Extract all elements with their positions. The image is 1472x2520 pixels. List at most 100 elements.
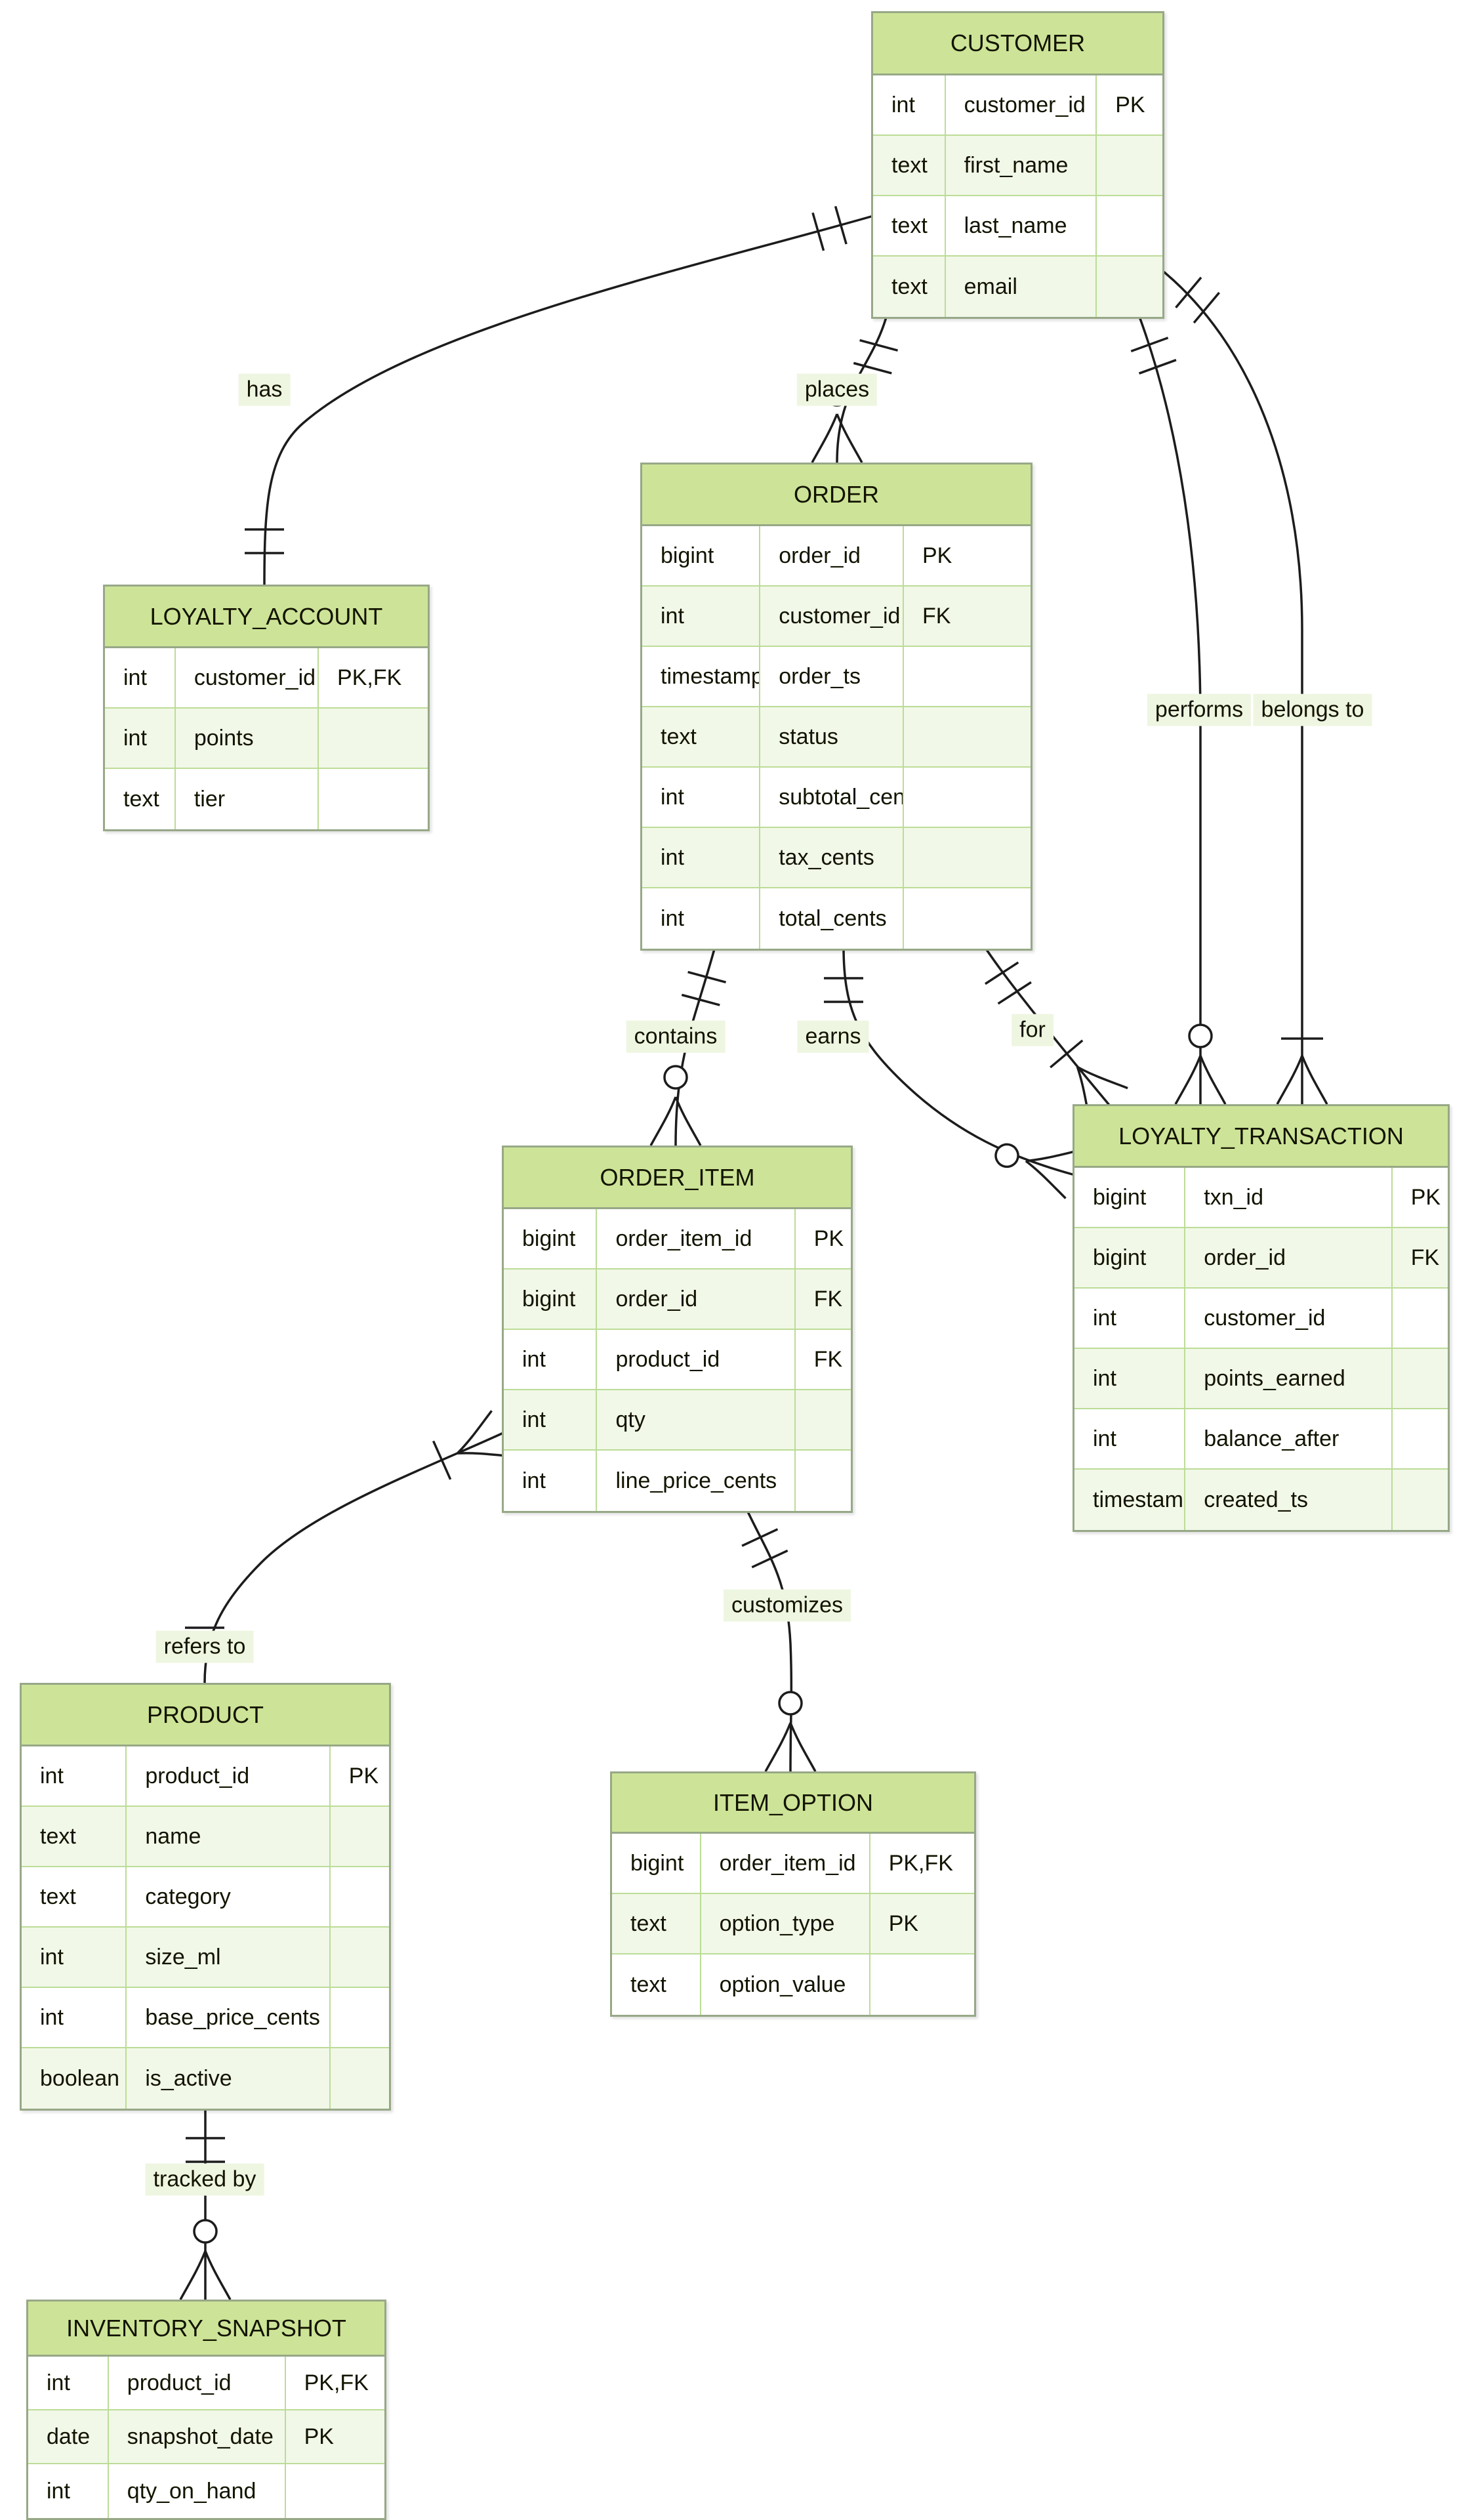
attribute-key-cell [331,2048,389,2109]
attribute-key-cell [903,707,1031,768]
attribute-key-cell: PK [1097,75,1162,136]
attribute-name-cell: points_earned [1185,1349,1393,1409]
relationship-label-contains: contains [626,1020,726,1053]
attribute-name-cell: first_name [945,136,1097,196]
attribute-type-cell: text [873,257,946,317]
attribute-name-cell: product_id [108,2357,286,2410]
cardinality-marker-one-or-many [432,1410,512,1480]
attribute-name-cell: txn_id [1185,1168,1393,1228]
relationship-label-places: places [796,373,878,406]
attribute-name-cell: line_price_cents [597,1451,796,1511]
attribute-name-cell: balance_after [1185,1409,1393,1470]
attribute-key-cell: PK [330,1746,389,1807]
attribute-type-cell: int [22,1988,127,2048]
entity-title-product: PRODUCT [22,1685,389,1746]
attribute-type-cell: int [642,828,761,888]
attribute-type-cell: int [22,1928,127,1988]
attribute-row: timestamptzorder_ts [642,647,1031,707]
attribute-name-cell: customer_id [945,75,1097,136]
attribute-type-cell: int [642,587,761,647]
attribute-row: timestamptzcreated_ts [1074,1470,1448,1530]
attribute-key-cell: PK,FK [870,1834,974,1894]
attribute-name-cell: order_id [597,1270,796,1330]
attribute-type-cell: bigint [1074,1228,1186,1289]
cardinality-marker-exactly-one [681,970,727,1006]
attribute-key-cell [904,888,1031,949]
cardinality-marker-exactly-one [824,977,863,1003]
relationship-label-tracked-by: tracked by [145,2163,264,2196]
attribute-key-cell: FK [1392,1228,1448,1289]
attribute-type-cell: timestamptz [1074,1470,1186,1530]
attribute-type-cell: int [504,1390,598,1451]
relationship-label-performs: performs [1147,693,1252,726]
attribute-name-cell: order_ts [760,647,904,707]
attribute-key-cell [330,1928,389,1988]
attribute-key-cell: PK [870,1894,974,1954]
attribute-name-cell: last_name [945,196,1097,257]
relationship-label-refers-to: refers to [155,1630,254,1663]
entity-title-item_option: ITEM_OPTION [612,1773,974,1834]
cardinality-marker-exactly-one [853,339,899,375]
attribute-name-cell: category [127,1867,331,1928]
attribute-type-cell: bigint [1074,1168,1186,1228]
attribute-type-cell: int [873,75,946,136]
attribute-name-cell: email [946,257,1097,317]
attribute-key-cell [903,768,1031,828]
attribute-type-cell: boolean [22,2048,127,2109]
attribute-type-cell: int [1074,1349,1186,1409]
attribute-name-cell: tax_cents [760,828,904,888]
attribute-key-cell [1097,136,1162,196]
attribute-key-cell [1097,257,1162,317]
attribute-key-cell [1392,1409,1448,1470]
attribute-name-cell: product_id [127,1746,331,1807]
attribute-name-cell: name [127,1807,331,1867]
attribute-name-cell: is_active [127,2048,331,2109]
attribute-name-cell: order_id [760,526,904,587]
cardinality-marker-zero-or-many [994,1143,1080,1199]
attribute-type-cell: text [22,1867,127,1928]
attribute-type-cell: text [873,196,946,257]
attribute-name-cell: points [175,709,319,769]
cardinality-marker-zero-or-many [179,2219,232,2300]
attribute-type-cell: int [28,2464,109,2518]
attribute-key-cell [1392,1289,1448,1349]
attribute-key-cell: PK [903,526,1031,587]
cardinality-marker-exactly-one [1130,337,1177,375]
attribute-type-cell: int [504,1451,598,1511]
attribute-type-cell: text [642,707,761,768]
entity-title-loyalty_account: LOYALTY_ACCOUNT [105,587,428,648]
cardinality-marker-one-or-many [1276,1037,1328,1105]
cardinality-marker-exactly-one [1175,276,1220,324]
attribute-key-cell [1392,1349,1448,1409]
relationship-label-customizes: customizes [723,1589,851,1622]
entity-title-customer: CUSTOMER [873,13,1162,75]
attribute-key-cell [330,1988,389,2048]
